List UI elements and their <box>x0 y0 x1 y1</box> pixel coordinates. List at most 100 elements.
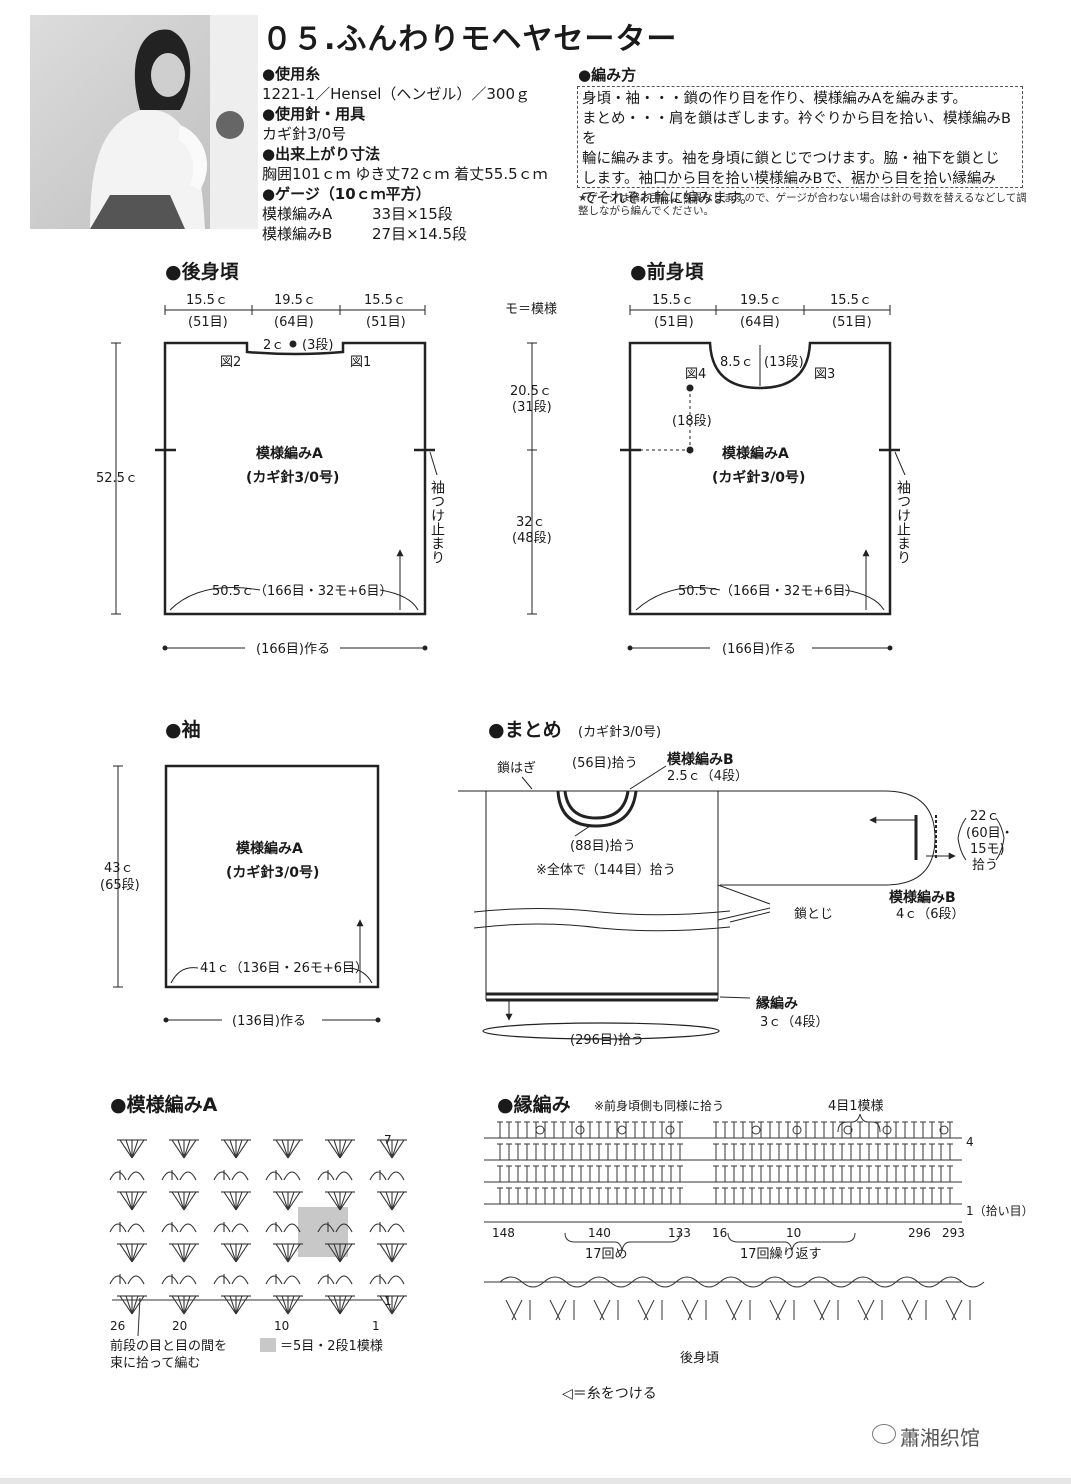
chart-a-col-20: 20 <box>172 1319 187 1333</box>
back-heading: ●後身頃 <box>165 260 240 283</box>
chart-a-legend-swatch <box>260 1338 276 1352</box>
method-heading: ●編み方 <box>578 66 637 84</box>
chart-a-note-2: 束に拾って編む <box>110 1355 200 1371</box>
back-fig-right: 図1 <box>350 355 371 370</box>
front-bottom: 50.5ｃ（166目・32モ+6目） <box>678 584 858 599</box>
middle-upper: 20.5ｃ <box>510 384 552 399</box>
assembly-pick296: (296目)拾う <box>570 1033 644 1048</box>
assembly-pick56: (56目)拾う <box>572 756 638 771</box>
edging-brace-2 <box>727 1232 856 1251</box>
assembly-diagram <box>458 765 956 1040</box>
yarn-heading: ●使用糸 <box>262 65 321 83</box>
chart-a-legend: ＝5目・2段1模様 <box>280 1339 383 1354</box>
sleeve-heading: ●袖 <box>165 718 201 741</box>
yarn-value: 1221-1／Hensel（ヘンゼル）／300ｇ <box>262 85 530 103</box>
gauge-value: 27目×14.5段 <box>372 225 468 243</box>
edging-chart <box>484 1121 985 1321</box>
front-neck-rows: (13段) <box>764 355 804 370</box>
edging-n16: 16 <box>712 1226 727 1240</box>
back-hook: (カギ針3/0号) <box>246 469 339 486</box>
assembly-cuff-mo: 15モ) <box>970 842 1005 857</box>
edging-brace-1 <box>564 1232 681 1251</box>
chart-a-col-10: 10 <box>274 1319 289 1333</box>
edging-repeat-brace <box>837 1113 881 1133</box>
assembly-edging-size: 3ｃ（4段） <box>760 1015 829 1030</box>
bottom-strip <box>0 1478 1071 1484</box>
front-pattern: 模様編みA <box>722 445 789 462</box>
front-width-3-sts: (51目) <box>832 315 872 330</box>
assembly-shoulder: 鎖はぎ <box>497 760 536 776</box>
back-bottom: 50.5ｃ（166目・32モ+6目） <box>212 584 392 599</box>
front-sleeve-mark: 袖つけ止まり <box>895 480 911 564</box>
method-line: 輪に編みます。袖を身頃に鎖とじでつけます。脇・袖下を鎖とじ <box>582 151 1000 167</box>
assembly-heading: ●まとめ <box>488 719 562 741</box>
edging-n133: 133 <box>668 1226 691 1240</box>
front-width-1-sts: (51目) <box>654 315 694 330</box>
assembly-pattern-b: 模様編みB <box>667 751 734 768</box>
sleeve-height: 43ｃ <box>104 861 134 876</box>
front-width-1: 15.5ｃ <box>652 293 694 308</box>
gauge-label: 模様編みA <box>262 205 333 223</box>
assembly-total: ※全体で（144目）拾う <box>536 862 676 878</box>
back-body-diagram <box>111 305 438 651</box>
chart-a-note-1: 前段の目と目の間を <box>110 1338 227 1354</box>
edging-n296: 296 <box>908 1226 931 1240</box>
sleeve-diagram <box>113 764 381 1023</box>
edging-row-1: 1（拾い目） <box>966 1203 1034 1218</box>
method-line: します。袖口から目を拾い模様編みBで、裾から目を拾い縁編み <box>582 171 996 187</box>
edging-heading: ●縁編み <box>497 1093 571 1116</box>
wechat-icon <box>872 1424 896 1444</box>
method-box: 身頃・袖・・・鎖の作り目を作り、模様編みAを編みます。 まとめ・・・肩を鎖はぎし… <box>577 86 1023 207</box>
gauge-note: ★ゲージは編み手により異なりますので、ゲージが合わない場合は針の号数を替えるなど… <box>578 192 1027 217</box>
page-title: ０５.ふんわりモヘヤセーター <box>262 22 678 57</box>
assembly-cuff: 22ｃ <box>970 809 1000 824</box>
middle-measure <box>527 342 537 615</box>
front-body-diagram <box>620 305 906 651</box>
model-photo <box>30 15 258 229</box>
model-photo-image <box>30 15 258 229</box>
front-width-2: 19.5ｃ <box>740 293 782 308</box>
edging-note: ※前身頃側も同様に拾う <box>594 1098 724 1113</box>
back-neck-depth: 2ｃ <box>263 338 284 353</box>
edging-n140: 140 <box>588 1226 611 1240</box>
back-width-2: 19.5ｃ <box>274 293 316 308</box>
sleeve-bottom: 41ｃ（136目・26モ+6目） <box>200 961 368 976</box>
assembly-edging: 縁編み <box>756 995 798 1012</box>
edging-rep1: 17回め <box>585 1247 628 1262</box>
tools-heading: ●使用針・用具 <box>262 105 366 123</box>
front-width-3: 15.5ｃ <box>830 293 872 308</box>
size-heading: ●出来上がり寸法 <box>262 145 381 163</box>
back-width-1-sts: (51目) <box>188 315 228 330</box>
back-width-3-sts: (51目) <box>366 315 406 330</box>
front-hook: (カギ針3/0号) <box>712 469 805 486</box>
sleeve-pattern: 模様編みA <box>236 840 303 857</box>
spec-block: ●使用糸 1221-1／Hensel（ヘンゼル）／300ｇ ●使用針・用具 カギ… <box>262 64 572 244</box>
back-cast-on: (166目)作る <box>256 642 330 657</box>
assembly-pick88: (88目)拾う <box>570 839 636 854</box>
sleeve-height-rows: (65段) <box>100 878 140 893</box>
legend-mo: モ＝模様 <box>505 302 557 317</box>
edging-repeat: 4目1模様 <box>828 1099 884 1114</box>
edging-rep2: 17回繰り返す <box>740 1247 822 1262</box>
back-width-1: 15.5ｃ <box>186 293 228 308</box>
gauge-heading: ●ゲージ（10ｃｍ平方） <box>262 185 431 203</box>
method-line: まとめ・・・肩を鎖はぎします。衿ぐりから目を拾い、模様編みBを <box>582 111 1011 147</box>
chart-a-row-bottom: 1 <box>384 1294 392 1308</box>
chart-a-col-1: 1 <box>372 1319 380 1333</box>
front-fig-left: 図4 <box>685 367 706 382</box>
edging-n293: 293 <box>942 1226 965 1240</box>
edging-row-4: 4 <box>966 1135 974 1149</box>
assembly-note: (カギ針3/0号) <box>578 725 661 740</box>
middle-lower-rows: (48段) <box>512 531 552 546</box>
front-fig-right: 図3 <box>814 367 835 382</box>
middle-upper-rows: (31段) <box>512 400 552 415</box>
edging-label: 後身頃 <box>680 1350 719 1366</box>
middle-lower: 32ｃ <box>516 515 546 530</box>
back-height: 52.5ｃ <box>96 471 138 486</box>
front-width-2-sts: (64目) <box>740 315 780 330</box>
assembly-cuff-pattern-b: 模様編みB <box>889 889 956 906</box>
assembly-cuff-size: 4ｃ（6段） <box>896 907 965 922</box>
back-sleeve-mark: 袖つけ止まり <box>429 480 445 564</box>
gauge-row-a: 模様編みA 33目×15段 <box>262 204 572 224</box>
front-neck-depth: 8.5ｃ <box>720 355 754 370</box>
